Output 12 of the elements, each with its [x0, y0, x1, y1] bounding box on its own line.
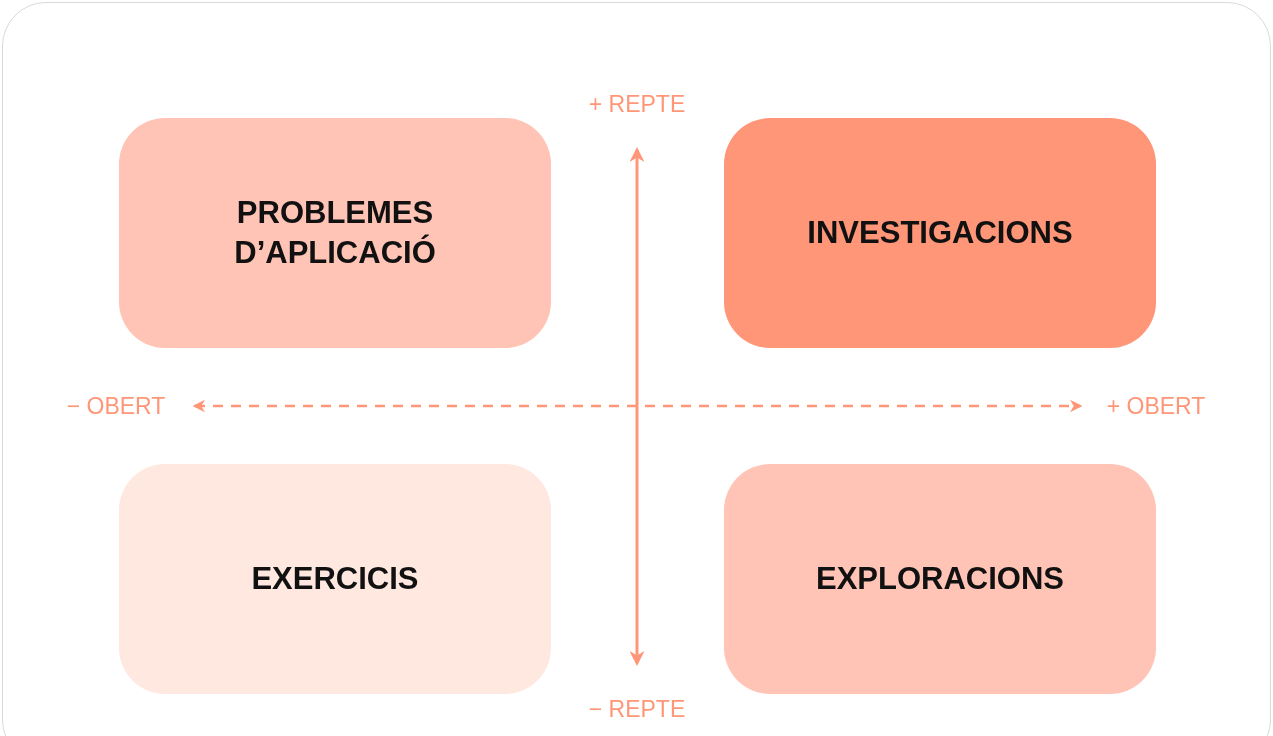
quadrant-box: [119, 464, 551, 694]
quadrant-title: EXERCICIS: [250, 559, 420, 598]
quadrant-box: [724, 464, 1156, 694]
quadrant-title: PROBLEMES D’APLICACIÓ: [233, 193, 437, 272]
axis-label: − REPTE: [588, 695, 686, 723]
axis-label: + OBERT: [1106, 392, 1206, 420]
quadrant-box: [119, 118, 551, 348]
quadrant-box: [724, 118, 1156, 348]
axis-label: − OBERT: [66, 392, 166, 420]
axis-label: + REPTE: [588, 90, 686, 118]
quadrant-title: EXPLORACIONS: [815, 559, 1065, 598]
quadrant-title: INVESTIGACIONS: [806, 213, 1074, 252]
